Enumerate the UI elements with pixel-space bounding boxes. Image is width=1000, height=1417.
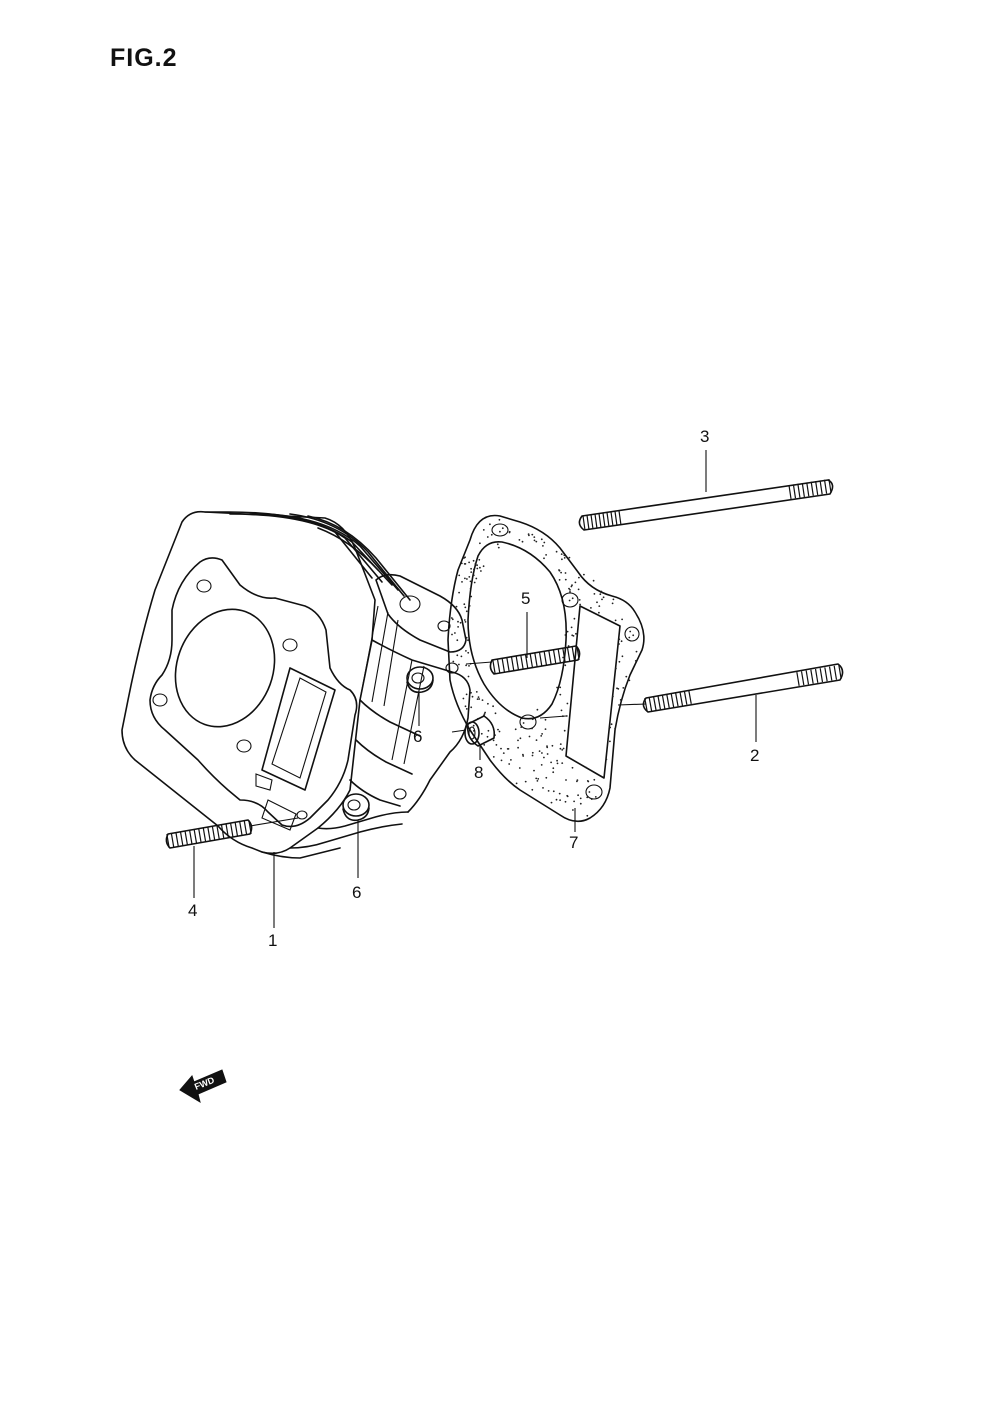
callout-8: 8 xyxy=(474,763,483,782)
stud-bolt-long-lower xyxy=(642,663,844,713)
callout-5: 5 xyxy=(521,589,530,608)
forward-direction-arrow: FWD xyxy=(179,1069,227,1104)
callout-6-upper: 6 xyxy=(413,727,422,746)
stud-bolt-short xyxy=(489,645,581,675)
cylinder-base-gasket xyxy=(447,514,645,823)
dowel-pin-upper xyxy=(406,666,434,694)
callout-2: 2 xyxy=(750,746,759,765)
callout-3: 3 xyxy=(700,427,709,446)
figure-title: FIG.2 xyxy=(110,44,178,72)
cylinder-block xyxy=(121,510,471,859)
stud-bolt-left xyxy=(165,819,253,849)
leader-lines xyxy=(193,450,757,928)
dowel-pin-lower xyxy=(342,793,370,822)
callout-6-lower: 6 xyxy=(352,883,361,902)
callout-4: 4 xyxy=(188,901,197,920)
dowel-sleeve xyxy=(464,715,496,747)
callout-7: 7 xyxy=(569,833,578,852)
callout-1: 1 xyxy=(268,931,277,950)
stud-bolt-long-upper xyxy=(578,478,834,531)
gasket-texture xyxy=(450,518,638,817)
